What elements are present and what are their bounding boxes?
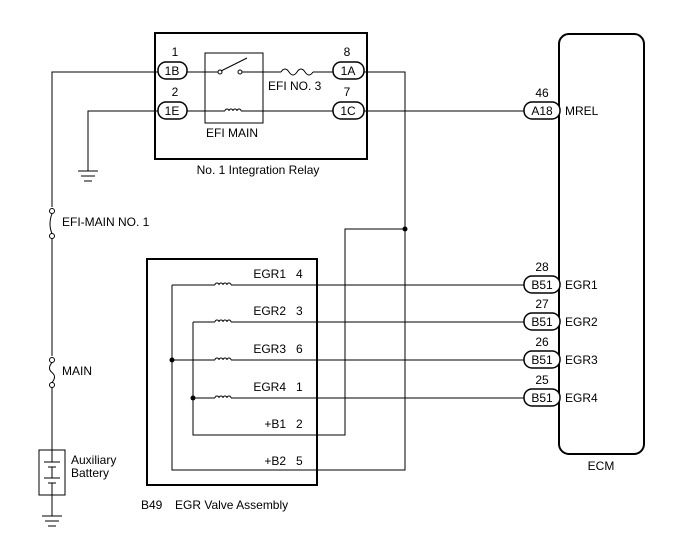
egr-valve-pin-4: 4 <box>296 267 303 281</box>
fuse-efi-main-no1-top <box>49 208 55 214</box>
egr-valve-b2-label: +B2 <box>264 454 286 468</box>
relay-pin-2: 2 <box>172 85 179 99</box>
battery-ground-icon <box>42 515 62 527</box>
egr4-coil-icon <box>214 395 232 399</box>
ecm-egr4-label: EGR4 <box>565 391 598 405</box>
battery-label-line1: Auxiliary <box>71 453 116 467</box>
relay-conn-1e-label: 1E <box>165 104 180 118</box>
ecm-mrel-label: MREL <box>565 104 599 118</box>
ecm-connector-b51-egr3 <box>523 350 561 369</box>
ecm-label: ECM <box>588 459 615 473</box>
wire-1b-fuse <box>51 71 158 207</box>
ecm-pin-46: 46 <box>535 86 549 100</box>
ecm-conn-b51-egr3: B51 <box>531 353 553 367</box>
ecm-conn-b51-egr2: B51 <box>531 315 553 329</box>
ecm-egr2-label: EGR2 <box>565 315 598 329</box>
relay-conn-1a-label: 1A <box>341 64 356 78</box>
egr2-coil-icon <box>214 319 232 323</box>
switch-blade <box>220 57 248 72</box>
efi-main-relay-box <box>204 52 264 124</box>
egr-valve-egr4-label: EGR4 <box>253 380 286 394</box>
egr-valve-egr3-label: EGR3 <box>253 342 286 356</box>
ecm-conn-a18-label: A18 <box>531 104 553 118</box>
egr-valve-pin-2: 2 <box>296 417 303 431</box>
egr-valve-box <box>146 258 318 486</box>
main-fuse-icon <box>49 362 55 383</box>
efi-no3-label: EFI NO. 3 <box>268 79 322 93</box>
relay-pin-8: 8 <box>344 45 351 59</box>
egr-valve-egr1-label: EGR1 <box>253 267 286 281</box>
ecm-egr1-label: EGR1 <box>565 278 598 292</box>
junction-dot-b2 <box>169 357 175 363</box>
ecm-pin-28: 28 <box>535 260 549 274</box>
integration-relay-box <box>154 32 368 160</box>
relay-ground-icon <box>78 170 98 182</box>
fuse-main-top <box>49 357 55 363</box>
ecm-pin-25: 25 <box>535 373 549 387</box>
egr-valve-egr2-label: EGR2 <box>253 304 286 318</box>
relay-conn-1b-label: 1B <box>165 64 180 78</box>
relay-conn-1c-label: 1C <box>340 104 356 118</box>
egr1-coil-icon <box>214 282 232 286</box>
ecm-egr3-label: EGR3 <box>565 353 598 367</box>
wire-junction-b1 <box>192 228 405 436</box>
ecm-connector-b51-egr2 <box>523 312 561 331</box>
egr-valve-b1-label: +B1 <box>264 417 286 431</box>
egr-valve-name: EGR Valve Assembly <box>175 498 288 512</box>
relay-pin-7: 7 <box>344 85 351 99</box>
egr-valve-code: B49 <box>141 498 163 512</box>
relay-connector-1a <box>332 61 365 80</box>
relay-connector-1b <box>157 61 188 80</box>
wire-1a-b2 <box>171 71 406 471</box>
ecm-conn-b51-egr4: B51 <box>531 391 553 405</box>
egr-valve-pin-6: 6 <box>296 342 303 356</box>
wire-b1-rail <box>192 322 215 399</box>
ecm-conn-b51-egr1: B51 <box>531 278 553 292</box>
ecm-pin-26: 26 <box>535 335 549 349</box>
egr3-coil-icon <box>214 357 232 361</box>
junction-dot-b1 <box>190 395 196 401</box>
main-fuse-label: MAIN <box>62 364 92 378</box>
fuse-efi-main-no1-bottom <box>49 233 55 239</box>
ecm-pin-27: 27 <box>535 297 549 311</box>
egr-valve-pin-5: 5 <box>296 454 303 468</box>
wire-1e-ground <box>87 110 158 171</box>
efi-main-label: EFI MAIN <box>206 126 258 140</box>
efi-no3-fuse-icon <box>280 68 314 76</box>
relay-pin-1: 1 <box>172 45 179 59</box>
relay-name: No. 1 Integration Relay <box>197 163 320 177</box>
egr-valve-pin-1: 1 <box>296 380 303 394</box>
ecm-connector-b51-egr1 <box>523 275 561 294</box>
fuse-main-bottom <box>49 382 55 388</box>
efi-main-no1-label: EFI-MAIN NO. 1 <box>62 215 150 229</box>
battery-icon <box>44 450 60 495</box>
junction-dot-relay <box>402 226 408 232</box>
ecm-connector-a18 <box>523 101 561 120</box>
efi-main-coil-icon <box>224 108 242 112</box>
ecm-box <box>558 33 645 455</box>
ecm-connector-b51-egr4 <box>523 388 561 407</box>
battery-label-line2: Battery <box>71 466 109 480</box>
egr-valve-pin-3: 3 <box>296 304 303 318</box>
switch-contact-right <box>237 69 243 75</box>
efi-main-no1-fuse-icon <box>49 213 53 234</box>
